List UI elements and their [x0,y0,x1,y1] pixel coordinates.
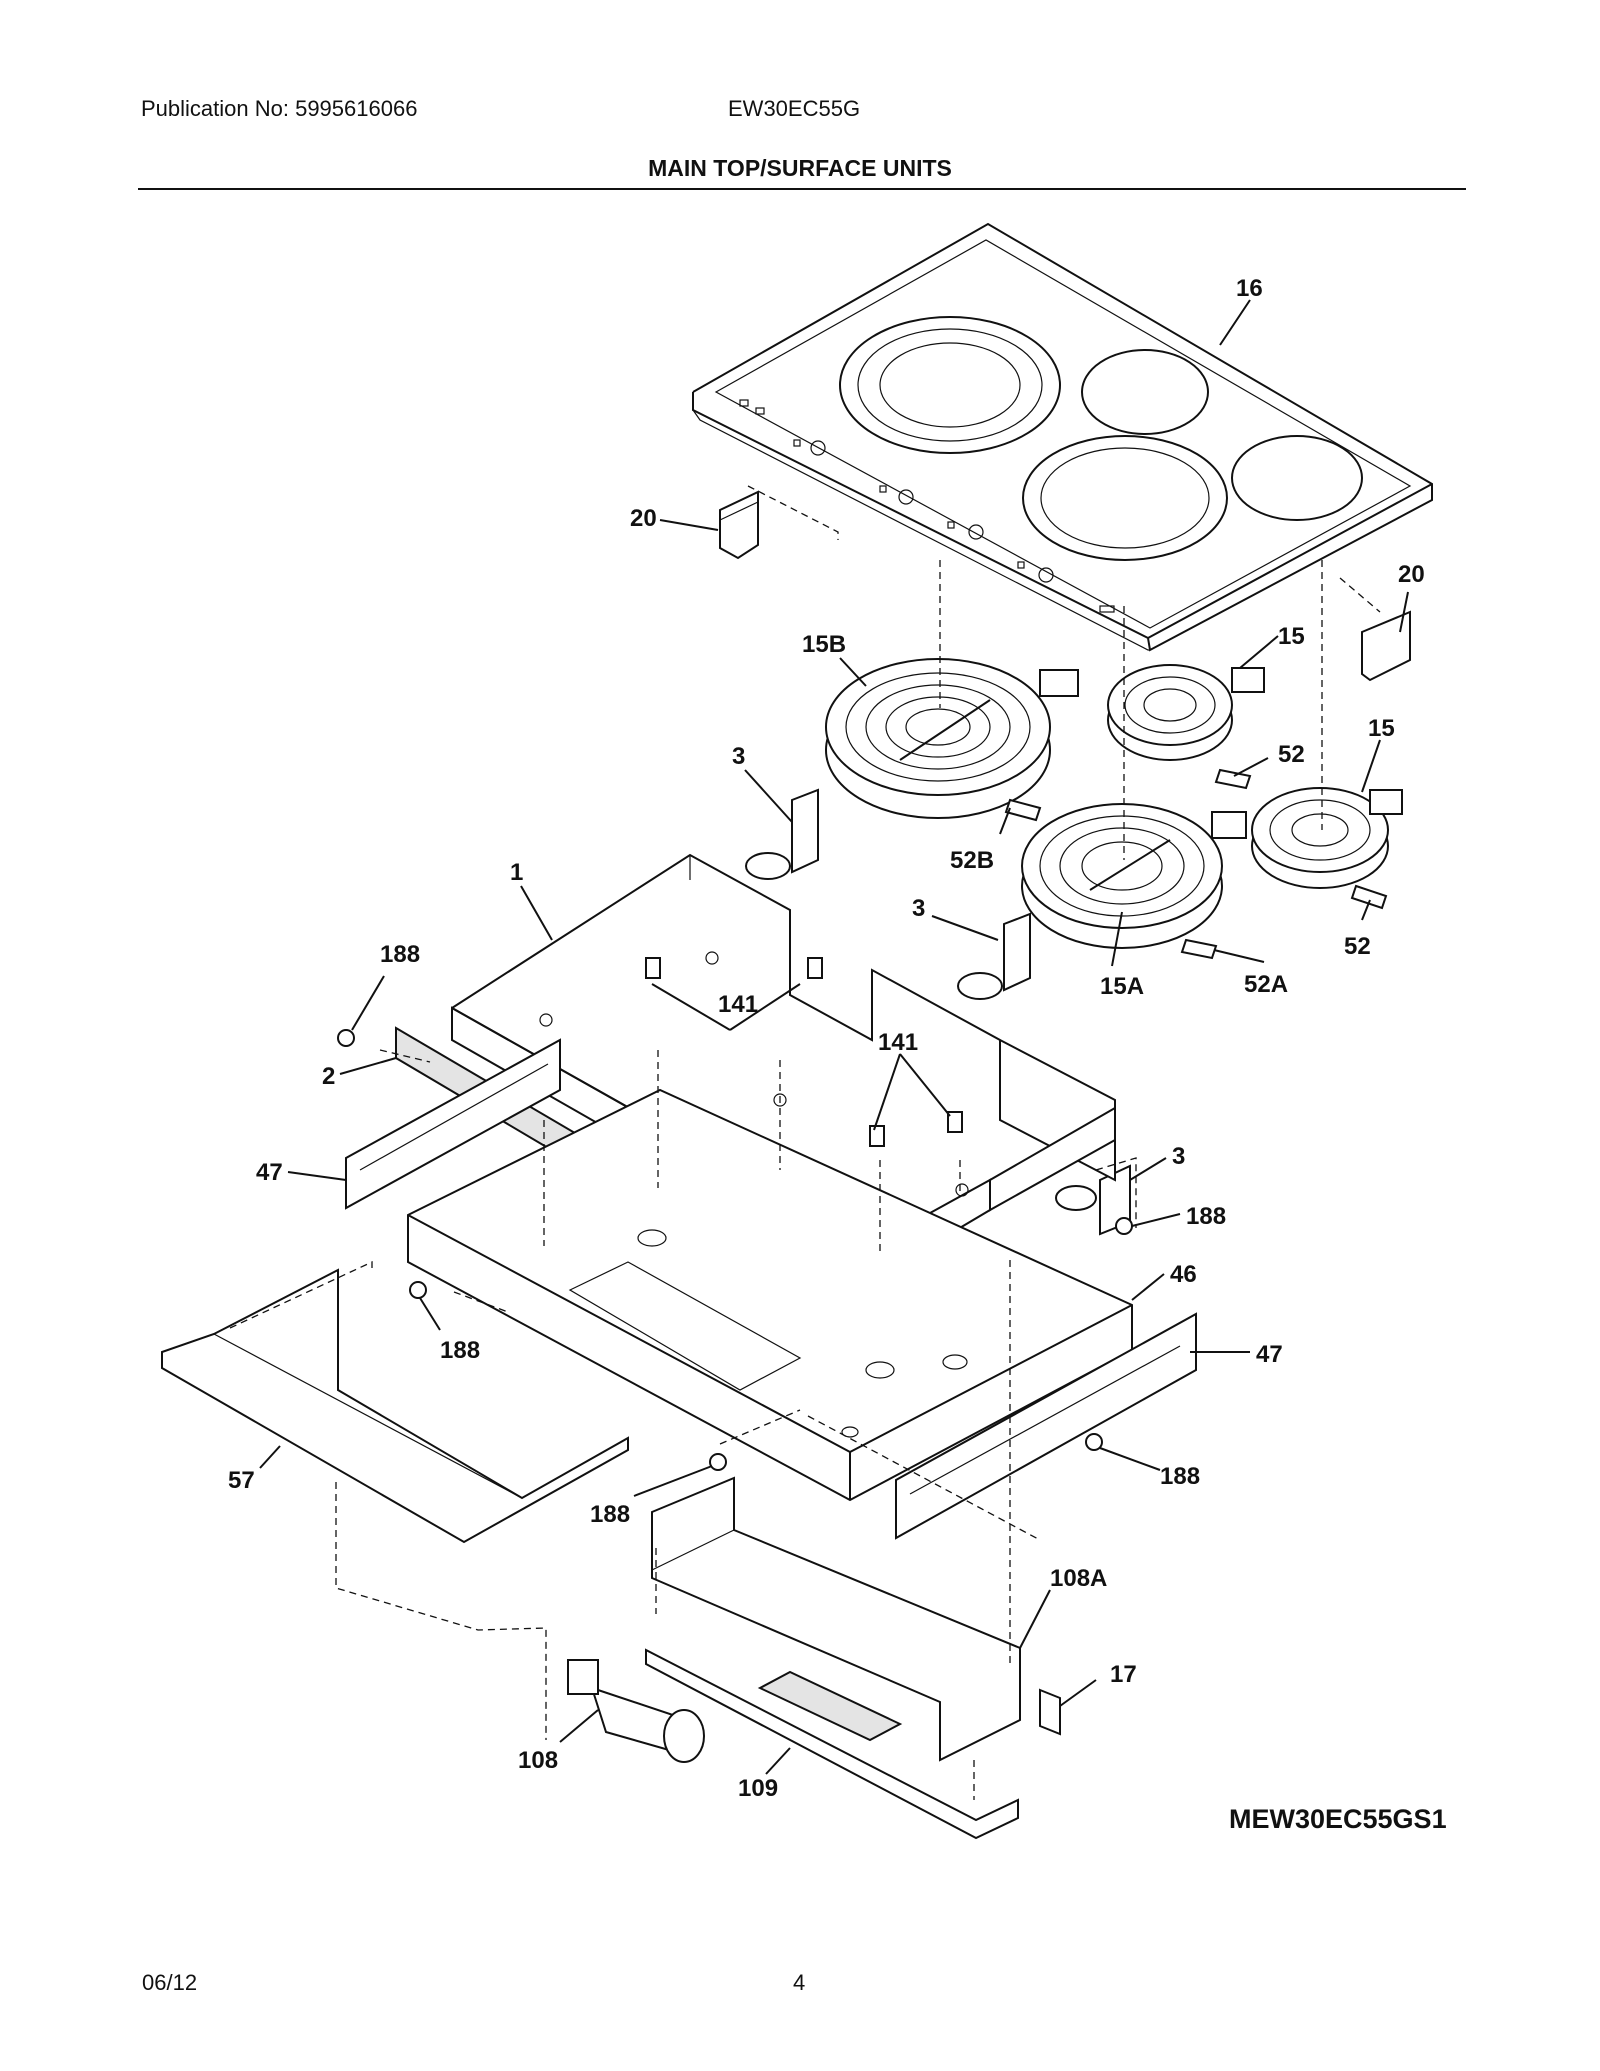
callout-188-b: 188 [1186,1203,1226,1230]
callout-20-right: 20 [1398,561,1425,588]
callout-57: 57 [228,1467,255,1494]
part-bracket-3-a[interactable] [745,788,819,880]
part-clip-17[interactable] [1039,1688,1061,1736]
callout-2: 2 [322,1063,335,1090]
callout-15a: 15A [1100,973,1144,1000]
page-title: MAIN TOP/SURFACE UNITS [648,155,952,181]
callout-3-a: 3 [732,743,745,770]
callout-15b: 15B [802,631,846,658]
callout-188-d: 188 [1160,1463,1200,1490]
callout-3-c: 3 [1172,1143,1185,1170]
part-housing-108a[interactable] [651,1476,1021,1762]
callout-16: 16 [1236,275,1263,302]
part-front-panel[interactable] [161,1268,629,1544]
part-rail-right[interactable] [895,1312,1197,1540]
part-bracket-right[interactable] [1361,610,1411,682]
part-bracket-left[interactable] [719,490,759,560]
callout-52-top: 52 [1278,741,1305,768]
title-rule [138,188,1466,190]
page-number: 4 [793,1970,806,1995]
publication-number: Publication No: 5995616066 [141,96,418,121]
callout-52-right: 52 [1344,933,1371,960]
callout-46: 46 [1170,1261,1197,1288]
part-switch-141[interactable] [645,957,963,1147]
callout-17: 17 [1110,1661,1137,1688]
callout-141-b: 141 [878,1029,918,1056]
callout-15-top: 15 [1278,623,1305,650]
part-cooktop-glass[interactable] [692,222,1433,652]
part-bracket-3-b[interactable] [957,912,1031,1000]
callout-109: 109 [738,1775,778,1802]
part-bracket-3-c[interactable] [1055,1164,1131,1236]
callout-20-left: 20 [630,505,657,532]
callout-141-a: 141 [718,991,758,1018]
model-number: EW30EC55G [728,96,861,121]
part-base-tray-109[interactable] [645,1648,1019,1840]
callout-108: 108 [518,1747,558,1774]
callout-108a: 108A [1050,1565,1107,1592]
callout-52b: 52B [950,847,994,874]
callout-188-a: 188 [380,941,420,968]
part-element-15-right[interactable] [1251,787,1403,910]
part-element-15-top[interactable] [1107,664,1265,790]
callout-188-e: 188 [590,1501,630,1528]
callout-188-c: 188 [440,1337,480,1364]
callout-1: 1 [510,859,523,886]
leader-lines [259,299,1409,1775]
part-element-15a[interactable] [1021,803,1247,960]
callout-47-right: 47 [1256,1341,1283,1368]
callout-47-left: 47 [256,1159,283,1186]
part-blower-108[interactable] [567,1659,705,1763]
footer-date: 06/12 [142,1970,198,1995]
diagram-code: MEW30EC55GS1 [1229,1804,1447,1834]
callout-labels: 16 20 20 15B 15 52 15 3 52B 1 3 188 141 … [228,275,1425,1802]
part-element-15b[interactable] [825,658,1079,822]
part-rail-left[interactable] [345,1038,561,1210]
callout-3-b: 3 [912,895,925,922]
alignment-lines [229,485,1381,1800]
callout-15-right: 15 [1368,715,1395,742]
part-plug-188[interactable] [337,1029,1133,1471]
callout-52a: 52A [1244,971,1288,998]
